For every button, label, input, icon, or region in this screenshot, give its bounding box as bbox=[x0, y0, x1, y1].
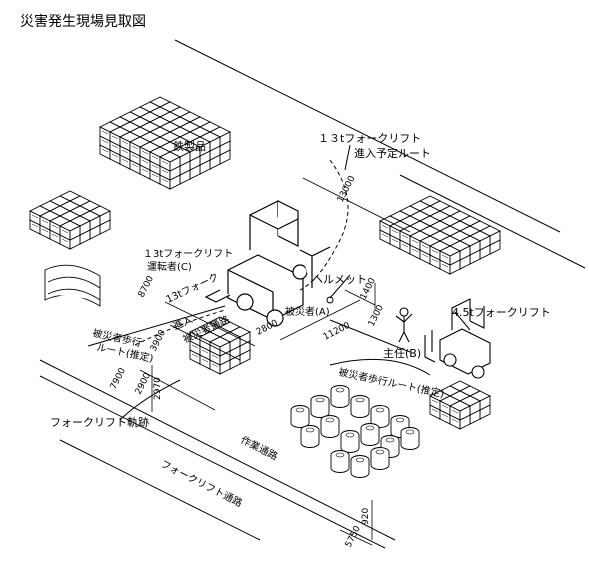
dimension-lines bbox=[139, 177, 411, 546]
label-forklift-passage: フォークリフト通路 bbox=[159, 457, 245, 509]
steel-products-stack bbox=[99, 96, 231, 190]
dim-2900: 2900 bbox=[134, 371, 153, 396]
label-forklift-track: フォークリフト軌跡 bbox=[50, 415, 149, 429]
dim-8700: 8700 bbox=[137, 274, 156, 299]
dim-5750: 5750 bbox=[344, 524, 363, 549]
coil-group bbox=[290, 385, 420, 478]
diagram-title: 災害発生現場見取図 bbox=[20, 14, 146, 30]
dim-13000: 13000 bbox=[336, 174, 358, 204]
label-work-passage: 作業通路 bbox=[239, 433, 281, 463]
left-bundled-pipes bbox=[44, 264, 101, 307]
label-13t-route-2: 進入予定ルート bbox=[354, 146, 431, 160]
dim-920: 920 bbox=[361, 508, 371, 525]
label-4-5t-forklift: 4.5tフォークリフト bbox=[452, 306, 551, 319]
label-helmet: ヘルメット bbox=[312, 273, 367, 286]
dim-1300: 1300 bbox=[367, 303, 386, 328]
supervisor-figure bbox=[395, 307, 413, 343]
dim-3900: 3900 bbox=[149, 328, 168, 353]
label-13t-route-1: １３tフォークリフト bbox=[318, 132, 421, 145]
route-lines bbox=[87, 144, 471, 421]
label-victim-route-right: 被災者歩行ルート(推定) bbox=[337, 365, 445, 400]
dim-11200: 11200 bbox=[322, 321, 352, 343]
label-steel-products: 鉄製品 bbox=[173, 139, 206, 153]
site-boundary-lines bbox=[39, 39, 586, 549]
dim-2970: 2970 bbox=[153, 377, 163, 400]
forklift-13t bbox=[204, 200, 331, 327]
label-13t-driver-1: １3tフォークリフト bbox=[143, 248, 233, 260]
label-victim: 被災者(A) bbox=[285, 305, 330, 318]
dim-7900: 7900 bbox=[109, 366, 128, 391]
label-13t-driver-2: 運転者(C) bbox=[147, 261, 192, 273]
forklift-4-5t bbox=[424, 298, 491, 379]
right-material-stack bbox=[379, 195, 501, 275]
victim-figure bbox=[326, 296, 334, 304]
left-material-stack bbox=[29, 190, 111, 250]
label-supervisor: 主任(B) bbox=[383, 347, 421, 360]
